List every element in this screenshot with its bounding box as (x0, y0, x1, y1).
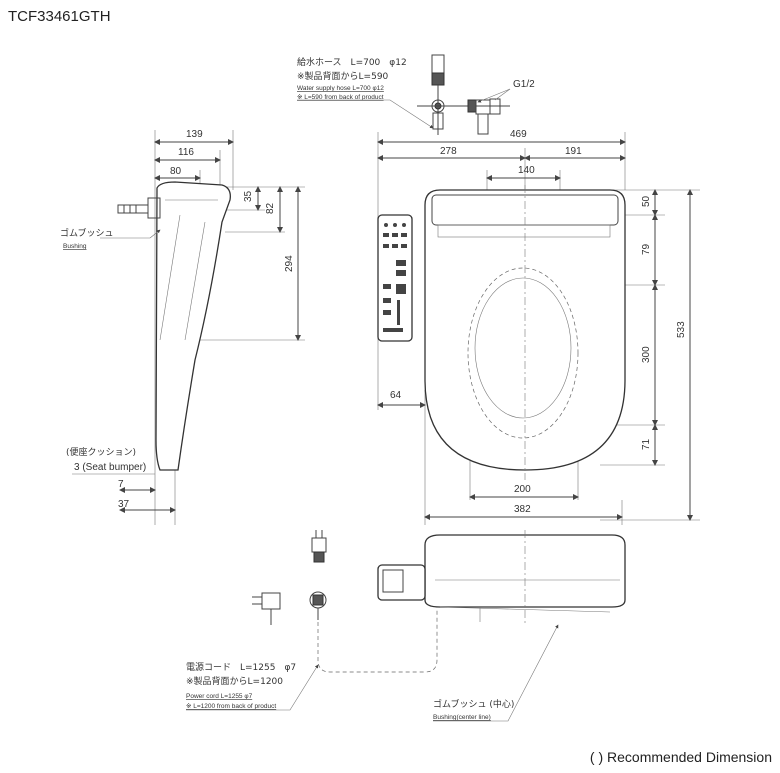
dim-50: 50 (641, 195, 652, 207)
dim-64: 64 (390, 390, 402, 401)
dim-7: 7 (118, 479, 124, 490)
hose-label-jp-1: 給水ホース L=700 φ12 (297, 56, 407, 68)
bushing-label-jp: ゴムブッシュ (60, 227, 113, 239)
dim-200: 200 (514, 484, 531, 495)
thread-label: G1/2 (513, 79, 535, 90)
hose-label-en-1: Water supply hose L=700 φ12 (297, 85, 384, 92)
dim-71: 71 (641, 438, 652, 450)
seat-cushion-label-jp: (便座クッション) (66, 446, 136, 458)
hose-fitting-icon (417, 54, 510, 135)
remote-control-panel (377, 214, 413, 342)
dim-300: 300 (641, 346, 652, 363)
center-bushing-label-jp: ゴムブッシュ (中心) (433, 698, 514, 710)
hose-label-jp-2: ※製品背面からL=590 (297, 70, 389, 82)
stop-valve-icon (467, 98, 501, 135)
cord-label-jp-1: 電源コード L=1255 φ7 (186, 662, 296, 673)
center-bushing-label-en: Bushing(center line) (433, 714, 491, 721)
cord-label-en-2: ※ L=1200 from back of product (186, 703, 276, 710)
model-number-title: TCF33461GTH (8, 8, 111, 25)
dim-116: 116 (178, 147, 194, 158)
dim-294: 294 (284, 255, 295, 272)
side-view: 139 116 80 35 82 294 7 37 ゴムブッシュ Bushing… (60, 129, 305, 525)
dim-140: 140 (518, 165, 535, 176)
dim-278: 278 (440, 146, 457, 157)
dim-79: 79 (641, 243, 652, 255)
recommended-dimension-legend: ( ) Recommended Dimension (589, 749, 772, 765)
dim-35: 35 (243, 190, 254, 202)
cord-label-jp-2: ※製品背面からL=1200 (186, 675, 283, 687)
bushing-label-en: Bushing (63, 243, 87, 250)
water-connector-icon (117, 204, 149, 214)
water-hose-callout: 給水ホース L=700 φ12 ※製品背面からL=590 Water suppl… (297, 54, 535, 135)
cord-label-en-1: Power cord L=1255 φ7 (186, 693, 253, 700)
hose-label-en-2: ※ L=590 from back of product (297, 94, 384, 101)
dim-533: 533 (676, 321, 687, 338)
rear-view: 電源コード L=1255 φ7 ※製品背面からL=1200 Power cord… (186, 530, 626, 722)
dim-80: 80 (170, 166, 182, 177)
dim-37: 37 (118, 499, 130, 510)
front-view: 469 278 191 140 50 79 300 71 533 64 200 … (377, 129, 700, 525)
dim-139: 139 (186, 129, 203, 140)
dim-382: 382 (514, 504, 531, 515)
seat-bumper-label: 3 (Seat bumper) (74, 462, 146, 473)
dim-191: 191 (565, 146, 582, 157)
dim-82: 82 (265, 202, 276, 214)
power-plug-icon (252, 530, 327, 625)
dim-469: 469 (510, 129, 527, 140)
